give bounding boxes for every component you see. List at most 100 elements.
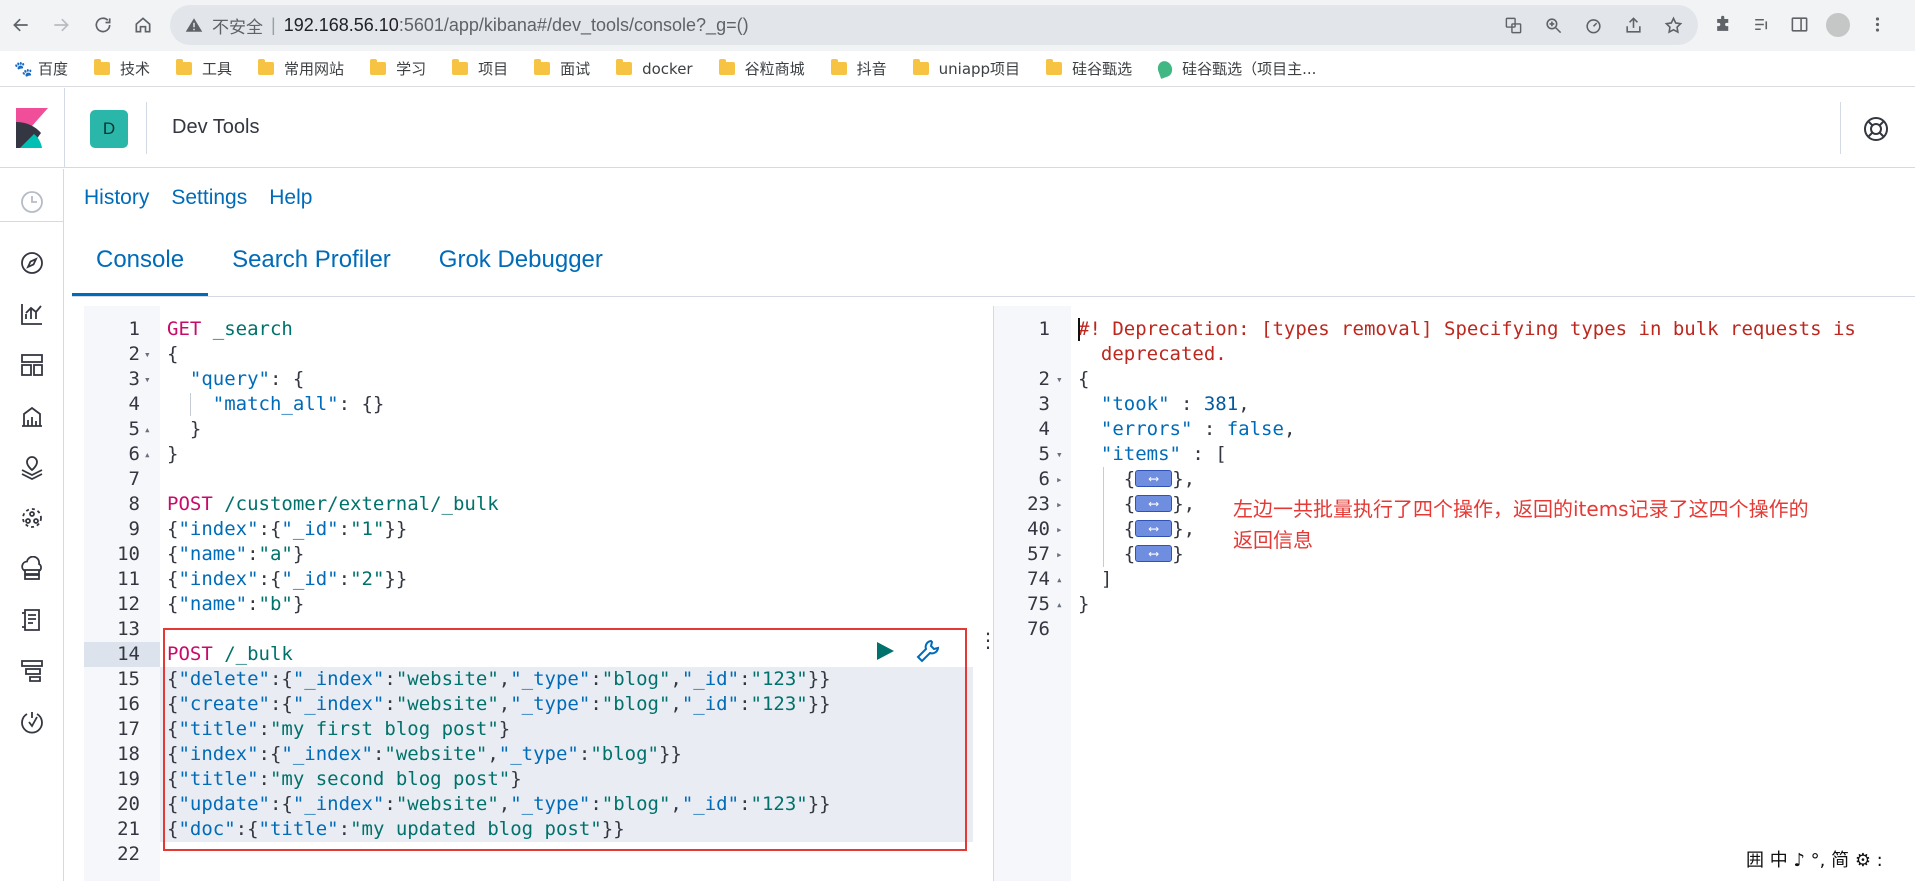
share-icon[interactable] — [1622, 14, 1644, 36]
code-token: "_index" — [292, 668, 385, 690]
tab-search-profiler[interactable]: Search Profiler — [232, 246, 391, 273]
send-request-play-icon[interactable] — [874, 640, 896, 662]
help-lifebuoy-icon[interactable] — [1863, 116, 1889, 142]
bookmark-item[interactable]: 项目 — [452, 58, 508, 79]
forward-arrow-icon[interactable] — [48, 12, 74, 38]
back-arrow-icon[interactable] — [8, 12, 34, 38]
reading-list-icon[interactable] — [1750, 13, 1772, 35]
code-line: {"index":{"_index":"website","_type":"bl… — [167, 742, 682, 767]
code-token: }} — [384, 518, 408, 540]
fold-toggle-icon[interactable]: ▾ — [144, 373, 151, 386]
bookmark-item[interactable]: 工具 — [176, 58, 232, 79]
visualize-chart-icon[interactable] — [19, 301, 45, 327]
folded-block-icon[interactable] — [1135, 517, 1173, 542]
code-token: "items" — [1100, 443, 1181, 465]
code-line: "items" : [ — [1078, 442, 1227, 467]
code-line: { — [167, 342, 178, 367]
line-number: 74 — [1027, 568, 1050, 590]
settings-link[interactable]: Settings — [171, 186, 248, 209]
help-link[interactable]: Help — [269, 186, 313, 209]
code-token: { — [167, 743, 179, 765]
bookmark-item[interactable]: 学习 — [370, 58, 426, 79]
bookmark-star-icon[interactable] — [1662, 14, 1684, 36]
code-line: {"update":{"_index":"website","_type":"b… — [167, 792, 831, 817]
bookmark-item[interactable]: 硅谷甄选 — [1046, 58, 1132, 79]
response-viewer[interactable]: 1#! Deprecation: [types removal] Specify… — [993, 306, 1915, 881]
folded-block-icon[interactable] — [1135, 467, 1173, 492]
ml-icon[interactable] — [19, 505, 45, 531]
header-divider — [146, 102, 147, 154]
code-token: "title" — [178, 768, 259, 790]
code-token: , — [670, 793, 682, 815]
folder-icon — [176, 59, 193, 75]
folded-block-icon[interactable] — [1135, 492, 1173, 517]
fold-toggle-icon[interactable]: ▸ — [1056, 498, 1063, 511]
code-line: {"title":"my first blog post"} — [167, 717, 510, 742]
history-link[interactable]: History — [84, 186, 150, 209]
address-bar[interactable]: 不安全 | 192.168.56.10 :5601/app/kibana#/de… — [170, 5, 1698, 45]
fold-toggle-icon[interactable]: ▾ — [144, 348, 151, 361]
code-token: "website" — [395, 693, 499, 715]
fold-toggle-icon[interactable]: ▴ — [1056, 573, 1063, 586]
maps-icon[interactable] — [19, 454, 45, 481]
code-token: , — [670, 693, 682, 715]
profile-avatar[interactable] — [1826, 13, 1850, 37]
code-line: "match_all": {} — [167, 392, 385, 417]
side-panel-icon[interactable] — [1788, 13, 1810, 35]
apm-icon[interactable] — [19, 658, 45, 684]
infrastructure-icon[interactable] — [19, 555, 45, 582]
code-token: "took" — [1100, 393, 1170, 415]
home-icon[interactable] — [130, 12, 156, 38]
bookmark-item[interactable]: 面试 — [534, 58, 590, 79]
kibana-logo-icon[interactable] — [16, 108, 48, 148]
canvas-icon[interactable] — [19, 403, 45, 429]
warning-icon[interactable] — [184, 15, 204, 35]
translate-icon[interactable] — [1502, 14, 1524, 36]
fold-toggle-icon[interactable]: ▸ — [1056, 548, 1063, 561]
bookmark-item[interactable]: 硅谷甄选（项目主... — [1155, 58, 1316, 79]
browser-menu-icon[interactable] — [1866, 13, 1888, 35]
reload-icon[interactable] — [90, 12, 116, 38]
fold-toggle-icon[interactable]: ▴ — [144, 448, 151, 461]
recently-viewed-clock-icon[interactable] — [19, 189, 45, 215]
url-host: 192.168.56.10 — [283, 14, 399, 35]
fold-toggle-icon[interactable]: ▾ — [1056, 448, 1063, 461]
fold-toggle-icon[interactable]: ▸ — [1056, 473, 1063, 486]
line-number: 8 — [128, 493, 140, 515]
logs-icon[interactable] — [19, 607, 45, 633]
dashboard-icon[interactable] — [19, 352, 45, 378]
fold-toggle-icon[interactable]: ▴ — [144, 423, 151, 436]
discover-compass-icon[interactable] — [19, 250, 45, 276]
nav-divider — [0, 221, 64, 222]
bookmark-item[interactable]: 谷粒商城 — [718, 58, 805, 79]
tab-grok-debugger[interactable]: Grok Debugger — [438, 246, 603, 273]
bookmark-item[interactable]: uniapp项目 — [912, 58, 1020, 79]
extensions-puzzle-icon[interactable] — [1712, 13, 1734, 35]
zoom-icon[interactable] — [1542, 14, 1564, 36]
bookmark-item[interactable]: docker — [616, 59, 693, 78]
fold-toggle-icon[interactable]: ▾ — [1056, 373, 1063, 386]
bookmark-label: 百度 — [38, 60, 69, 78]
code-token: }, — [1172, 493, 1196, 515]
code-line: } — [167, 442, 178, 467]
wrench-icon[interactable] — [915, 638, 941, 664]
bookmark-item[interactable]: 常用网站 — [258, 58, 344, 79]
more-actions-icon[interactable]: ⋮ — [978, 630, 998, 652]
performance-icon[interactable] — [1582, 14, 1604, 36]
code-token: : { — [269, 368, 305, 390]
bookmark-item[interactable]: 技术 — [94, 58, 150, 79]
bookmark-item[interactable]: 🐾百度 — [14, 58, 68, 79]
folder-icon — [718, 59, 735, 75]
code-line: {"name":"a"} — [167, 542, 304, 567]
bookmark-item[interactable]: 抖音 — [830, 58, 887, 79]
fold-toggle-icon[interactable]: ▸ — [1056, 523, 1063, 536]
fold-toggle-icon[interactable]: ▴ — [1056, 598, 1063, 611]
security-label: 不安全 — [212, 17, 263, 38]
space-avatar[interactable]: D — [90, 110, 128, 148]
folded-block-icon[interactable] — [1135, 542, 1173, 567]
tab-console[interactable]: Console — [72, 236, 209, 296]
code-token: "_id" — [681, 693, 740, 715]
uptime-icon[interactable] — [19, 709, 45, 735]
code-token: "123" — [750, 693, 808, 715]
